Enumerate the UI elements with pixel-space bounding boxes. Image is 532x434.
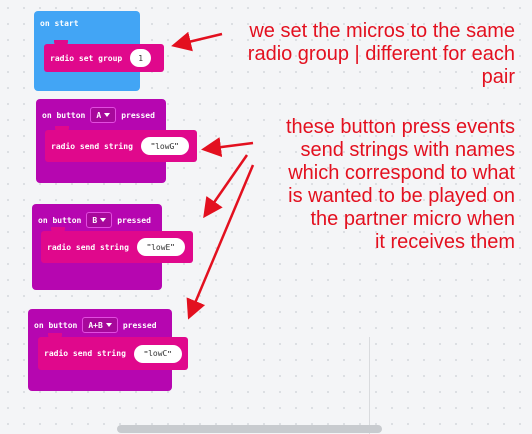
annotation-line: is wanted to be played on xyxy=(288,185,515,207)
annotation-line: these button press events xyxy=(285,116,515,138)
button-ab-dropdown-value: A+B xyxy=(88,320,103,330)
quote-open: " xyxy=(146,243,152,251)
button-b-dropdown-value: B xyxy=(92,215,98,225)
on-start-header: on start xyxy=(40,19,79,28)
annotation-button-events: these button press events send strings w… xyxy=(286,116,515,254)
arrow-to-group-icon xyxy=(171,31,223,52)
chevron-down-icon xyxy=(104,113,111,117)
annotation-radio-group: we set the micros to the same radio grou… xyxy=(248,20,515,89)
on-button-a-header: on button A pressed xyxy=(42,107,155,123)
annotation-line: send strings with names xyxy=(300,139,515,161)
quote-close: " xyxy=(170,243,175,251)
on-button-b-header: on button B pressed xyxy=(38,212,151,228)
radio-set-group-block[interactable]: radio set group 1 xyxy=(44,40,164,72)
string-input-b[interactable]: "lowE" xyxy=(136,238,185,256)
button-a-dropdown[interactable]: A xyxy=(90,107,117,123)
on-button-a-block[interactable]: on button A pressed radio send string "l… xyxy=(36,99,197,183)
on-start-label: on start xyxy=(40,19,79,28)
group-number-input[interactable]: 1 xyxy=(130,49,152,67)
on-button-b-block[interactable]: on button B pressed radio send string "l… xyxy=(32,204,193,290)
radio-send-string-a-block[interactable]: radio send string "lowG" xyxy=(45,126,197,162)
on-button-ab-prefix: on button xyxy=(34,320,78,330)
string-value-a: lowG xyxy=(155,141,175,151)
button-ab-dropdown[interactable]: A+B xyxy=(82,317,118,333)
horizontal-scrollbar[interactable] xyxy=(117,425,382,433)
chevron-down-icon xyxy=(100,218,107,222)
on-button-ab-suffix: pressed xyxy=(122,320,157,330)
radio-send-string-b-label: radio send string xyxy=(47,242,129,252)
arrow-to-button-ab-icon xyxy=(186,164,255,320)
chevron-down-icon xyxy=(105,323,112,327)
radio-send-string-b-block[interactable]: radio send string "lowE" xyxy=(41,227,193,263)
quote-close: " xyxy=(167,349,172,358)
on-start-block[interactable]: on start radio set group 1 xyxy=(34,11,164,91)
string-input-ab[interactable]: "lowC" xyxy=(133,344,182,363)
quote-close: " xyxy=(174,142,179,150)
on-button-ab-block[interactable]: on button A+B pressed radio send string … xyxy=(28,309,188,391)
radio-send-string-a-label: radio send string xyxy=(51,141,133,151)
trash-divider xyxy=(369,337,370,434)
annotation-line: we set the micros to the same xyxy=(249,20,515,42)
annotation-line: radio group | different for each xyxy=(247,43,515,65)
button-b-dropdown[interactable]: B xyxy=(86,212,113,228)
string-input-a[interactable]: "lowG" xyxy=(140,137,189,155)
on-button-a-prefix: on button xyxy=(42,110,86,120)
arrow-to-button-a-icon xyxy=(201,137,254,158)
quote-open: " xyxy=(143,349,149,358)
radio-set-group-label: radio set group xyxy=(50,53,123,63)
annotation-line: the partner micro when xyxy=(310,208,515,230)
string-value-ab: lowC xyxy=(148,349,168,358)
on-button-b-suffix: pressed xyxy=(117,215,151,225)
annotation-line: which correspond to what xyxy=(288,162,515,184)
on-button-b-prefix: on button xyxy=(38,215,82,225)
annotation-line: it receives them xyxy=(374,231,515,253)
quote-open: " xyxy=(150,142,156,150)
on-button-a-suffix: pressed xyxy=(121,110,155,120)
arrow-to-button-b-icon xyxy=(203,154,249,219)
radio-send-string-ab-block[interactable]: radio send string "lowC" xyxy=(38,333,188,370)
radio-send-string-ab-label: radio send string xyxy=(44,349,126,358)
group-number-value: 1 xyxy=(138,53,144,63)
string-value-b: lowE xyxy=(151,242,171,252)
annotation-line: pair xyxy=(481,66,515,88)
on-button-ab-header: on button A+B pressed xyxy=(34,317,157,333)
button-a-dropdown-value: A xyxy=(96,110,102,120)
